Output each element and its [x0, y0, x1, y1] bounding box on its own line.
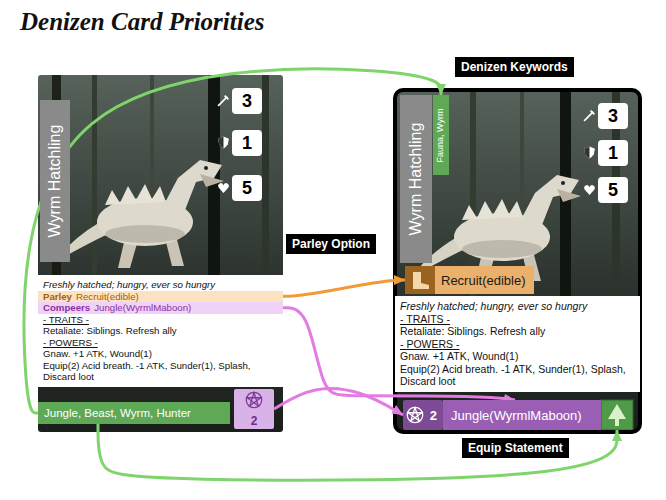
compeers-line: Compeers Jungle(WyrmlMaboon)	[38, 302, 283, 314]
pentagram-icon	[246, 392, 261, 407]
denizen-card: 3 1 5 Wyrm HatchlingFreshly hatched; hungry…	[38, 75, 283, 432]
equip-cost: 2	[251, 415, 258, 428]
compeers-text: Compeers	[43, 302, 90, 313]
defense-icon	[584, 147, 595, 159]
card-text-line: Freshly hatched; hungry, ever so hungry	[43, 279, 278, 291]
card-text-line: Freshly hatched; hungry, ever so hungry	[400, 300, 635, 313]
denizen-keyword-tag: Fauna, Wyrm	[433, 95, 449, 175]
health-icon	[584, 185, 595, 195]
callout-tag: Parley Option	[286, 234, 376, 254]
card-text-line: Equip(2) Acid breath. -1 ATK, Sunder(1),…	[43, 360, 278, 383]
card-background	[38, 75, 283, 432]
equip-cost-badge: 2	[403, 400, 443, 430]
pentagram-icon	[407, 407, 422, 422]
equip-cost: 2	[430, 408, 437, 423]
stat-value: 3	[232, 88, 262, 114]
card-name-bar: Wyrm Hatchling	[400, 95, 432, 263]
wyrm-creature	[55, 160, 224, 268]
card-text-line: - POWERS -	[43, 337, 278, 349]
card-text-line: Retaliate: Siblings. Refresh ally	[400, 325, 635, 338]
equip-text: Jungle(WyrmlMaboon)	[451, 408, 582, 423]
card-text-panel: Freshly hatched; hungry, ever so hungry-…	[395, 296, 640, 392]
card-text-line: Equip(2) Acid breath. -1 ATK, Sunder(1),…	[400, 363, 635, 388]
cost-badge-ground	[234, 389, 274, 429]
card-name: Wyrm Hatchling	[46, 125, 64, 238]
card-text-line: - TRAITS -	[400, 313, 635, 326]
card-name: Wyrm Hatchling	[407, 123, 425, 236]
callout-tag: Denizen Keywords	[455, 57, 574, 77]
card-text-line: Retaliate: Siblings. Refresh ally	[43, 325, 278, 337]
stat-value: 5	[598, 177, 628, 203]
connector-arrow	[283, 280, 405, 296]
callout-text: Equip Statement	[468, 441, 563, 455]
health-icon	[218, 183, 229, 193]
attack-icon	[584, 111, 594, 121]
card-text-line: Gnaw. +1 ATK, Wound(1)	[400, 350, 635, 363]
connector-arrow	[98, 424, 617, 480]
card-name-bar: Wyrm Hatchling	[40, 100, 70, 262]
equip-statement-bar: Jungle(WyrmlMaboon)	[443, 400, 633, 430]
card-background	[395, 90, 640, 432]
cost-badge-ground	[403, 400, 443, 430]
stat-value: 5	[232, 175, 262, 201]
parley-text: Parley	[43, 291, 72, 302]
stat-value: 1	[232, 130, 262, 156]
callout-text: Parley Option	[292, 237, 370, 251]
connector-arrow	[274, 389, 403, 415]
attack-icon	[218, 96, 228, 106]
tree-trunk	[92, 75, 97, 280]
diagram-title: Denizen Card Priorities	[20, 8, 264, 36]
card-text-line: - POWERS -	[400, 338, 635, 351]
parley-option-box: Recruit(edible)	[405, 266, 534, 294]
callout-tag: Equip Statement	[462, 438, 569, 458]
callout-text: Denizen Keywords	[461, 60, 568, 74]
compeers-text: Jungle(WyrmlMaboon)	[94, 302, 191, 313]
connector-arrow	[24, 69, 441, 413]
parley-line: Parley Recruit(edible)	[38, 291, 283, 303]
equip-cost-badge: 2	[234, 389, 274, 429]
parley-option: Recruit(edible)	[441, 273, 526, 288]
keyword-text: Fauna, Wyrm	[436, 108, 447, 162]
stat-value: 1	[598, 140, 628, 166]
card-border	[395, 90, 640, 432]
card-text-line: - TRAITS -	[43, 314, 278, 326]
tree-trunk	[262, 75, 269, 280]
card-text-line: Gnaw. +1 ATK, Wound(1)	[43, 348, 278, 360]
keyword-bar: Jungle, Beast, Wyrm, Hunter	[38, 402, 230, 424]
defense-icon	[218, 137, 229, 149]
denizen-card: 3 1 5 Wyrm Hatchling Fauna, WyrmRecruit(edib…	[395, 90, 640, 432]
parley-text: Recruit(edible)	[76, 291, 139, 302]
stat-value: 3	[598, 103, 628, 129]
keyword-text: Jungle, Beast, Wyrm, Hunter	[44, 406, 191, 420]
card-text-panel: Freshly hatched; hungry, ever so hungry -…	[38, 275, 283, 387]
